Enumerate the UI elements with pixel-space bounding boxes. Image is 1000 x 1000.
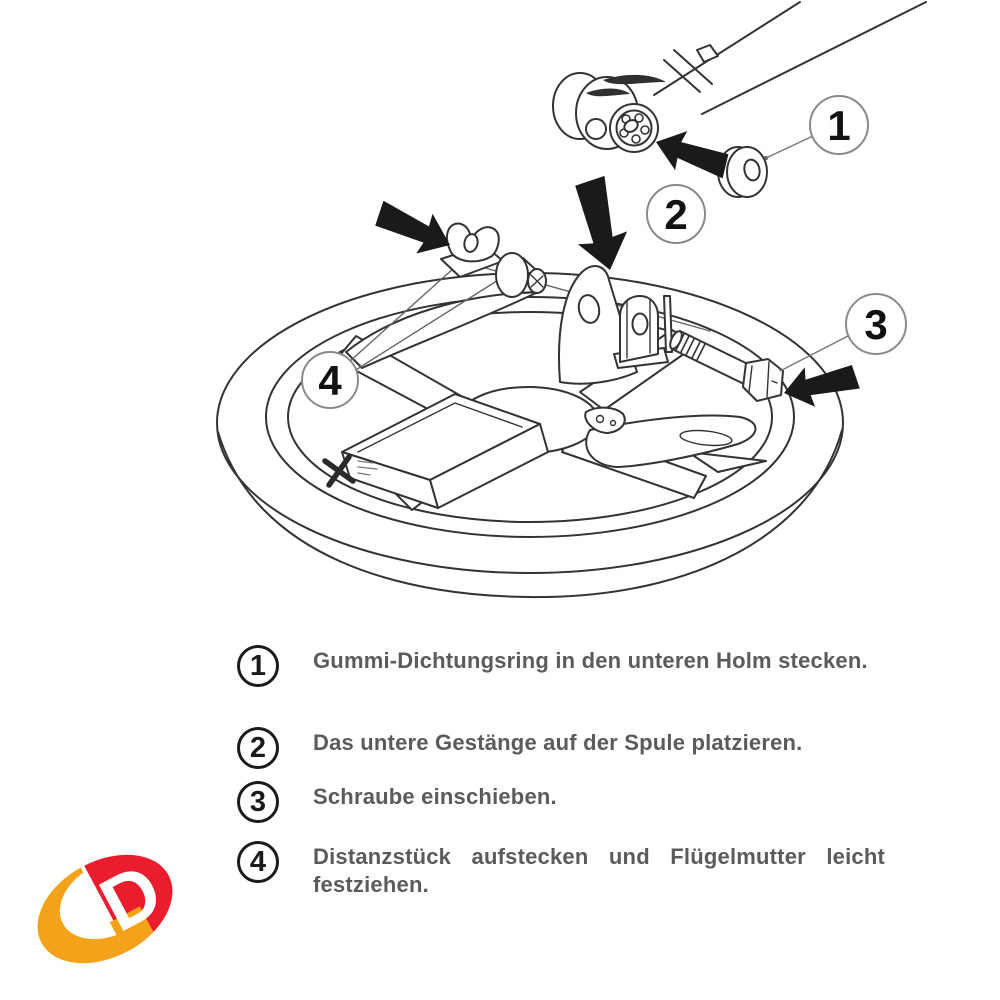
rod-clevis bbox=[552, 72, 666, 153]
coil-brand-x-icon bbox=[322, 454, 378, 488]
rubber-washer bbox=[717, 146, 768, 198]
step-4-text: Distanzstück aufstecken und Flügelmutter… bbox=[313, 844, 885, 897]
svg-text:2: 2 bbox=[664, 191, 687, 238]
instruction-step-3: 3 Schraube einschieben. bbox=[237, 781, 885, 823]
step-2-text: Das untere Gestänge auf der Spule platzi… bbox=[313, 730, 803, 755]
callout-1: 1 bbox=[809, 95, 869, 155]
diagram-callouts: 1 2 3 4 bbox=[301, 95, 907, 409]
callout-2: 2 bbox=[646, 184, 706, 244]
brand-logo: D bbox=[37, 847, 175, 964]
lower-rod bbox=[653, 1, 927, 115]
instruction-step-1: 1 Gummi-Dichtungsring in den unteren Hol… bbox=[237, 645, 885, 687]
svg-text:3: 3 bbox=[864, 301, 887, 348]
arrow-insert-bolt-icon bbox=[784, 364, 860, 407]
arrow-place-rod-icon bbox=[575, 175, 628, 270]
step-4-badge: 4 bbox=[237, 841, 279, 883]
svg-text:1: 1 bbox=[827, 102, 850, 149]
coil-mounting-ears bbox=[557, 265, 673, 385]
clevis-fin-icon bbox=[586, 88, 630, 97]
arrow-insert-washer-icon bbox=[656, 131, 729, 179]
step-3-badge: 3 bbox=[237, 781, 279, 823]
wing-nut bbox=[440, 222, 504, 278]
callout-3: 3 bbox=[845, 293, 907, 355]
coil-wedge-block bbox=[341, 393, 549, 509]
step-1-text: Gummi-Dichtungsring in den unteren Holm … bbox=[313, 648, 868, 673]
step-1-badge: 1 bbox=[237, 645, 279, 687]
svg-text:4: 4 bbox=[318, 357, 342, 404]
hex-bolt bbox=[669, 330, 784, 402]
assembly-drawing: 1 2 3 4 bbox=[216, 1, 927, 599]
callout-4: 4 bbox=[301, 351, 359, 409]
clevis-fin-icon bbox=[603, 74, 666, 85]
instruction-step-2: 2 Das untere Gestänge auf der Spule plat… bbox=[237, 727, 885, 769]
step-3-text: Schraube einschieben. bbox=[313, 784, 557, 809]
callout-3-leader bbox=[779, 335, 849, 372]
spacer-bushing bbox=[495, 252, 547, 298]
coil-blade-plate bbox=[584, 406, 767, 473]
callout-1-leader bbox=[765, 135, 814, 159]
step-2-badge: 2 bbox=[237, 727, 279, 769]
arrow-wing-nut-icon bbox=[375, 200, 450, 254]
instruction-step-4: 4 Distanzstück aufstecken und Flügelmutt… bbox=[237, 841, 885, 899]
